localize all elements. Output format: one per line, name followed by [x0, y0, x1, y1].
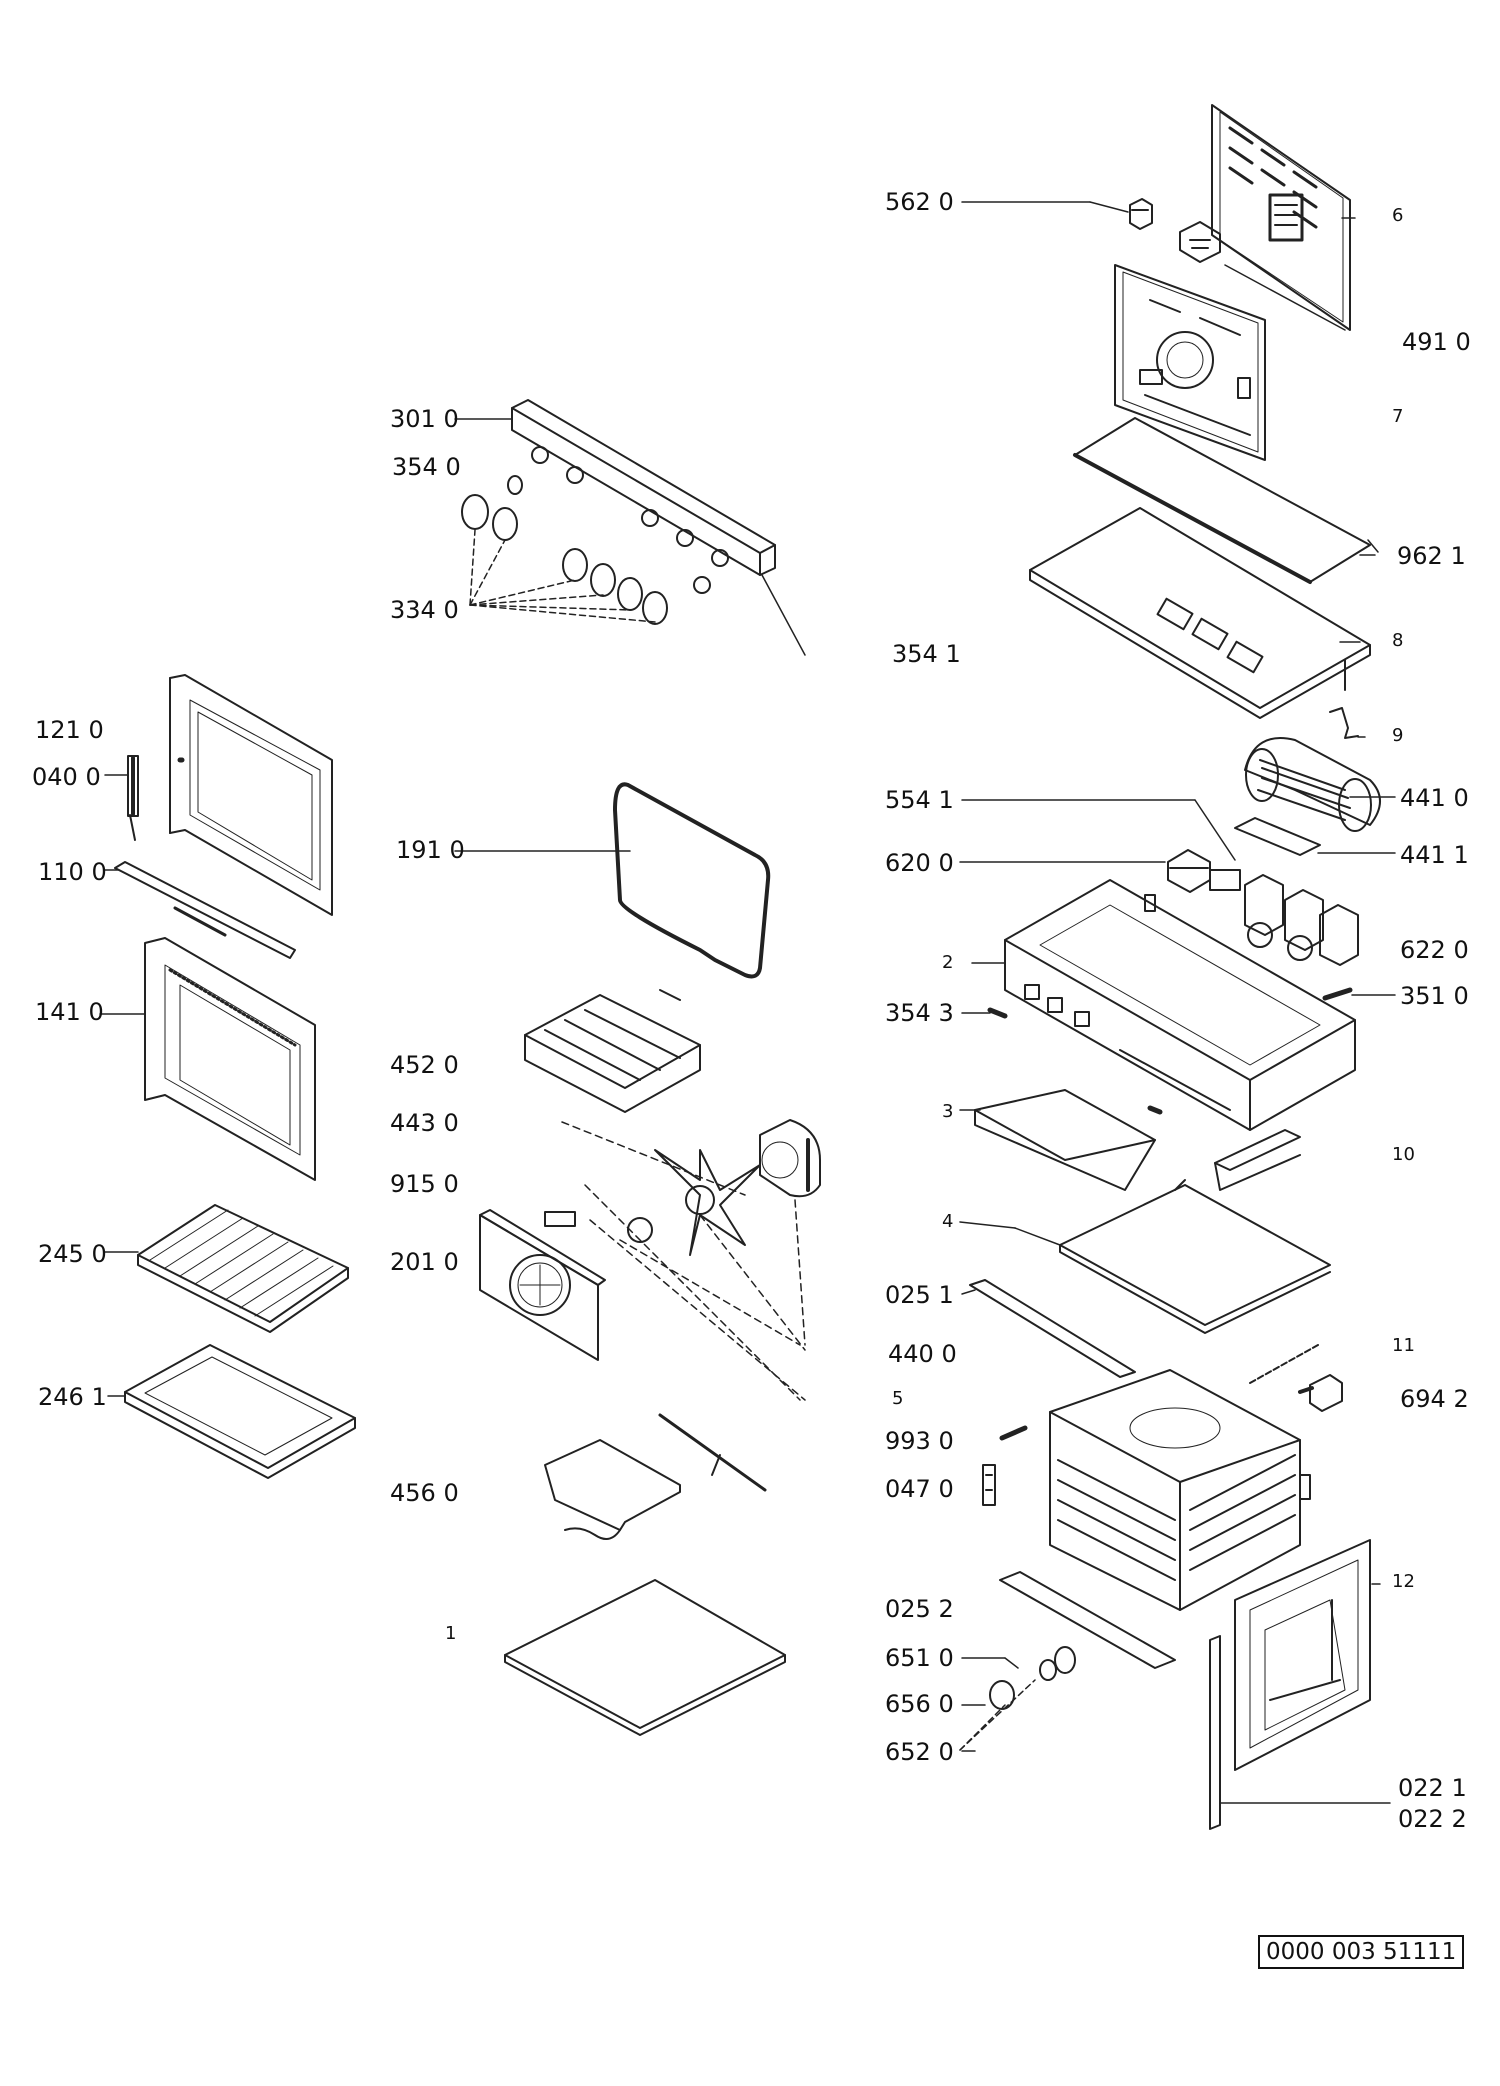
- terminal-part-6200: [1144, 849, 1211, 912]
- callout-5: 5: [892, 1388, 904, 1409]
- top-cover-part: [1029, 507, 1371, 719]
- callout-1410: 141 0: [35, 998, 104, 1026]
- callout-4411: 441 1: [1400, 841, 1469, 869]
- callout-4560: 456 0: [390, 1479, 459, 1507]
- outer-door-part: [169, 674, 333, 916]
- screw-part-9930: [999, 1425, 1028, 1441]
- rear-cover-part: [479, 1209, 606, 1361]
- callout-0222: 022 2: [1398, 1805, 1467, 1833]
- callout-4400: 440 0: [888, 1340, 957, 1368]
- callout-2450: 245 0: [38, 1240, 107, 1268]
- bottom-plate-part-1: [504, 1579, 786, 1736]
- callout-5620: 562 0: [885, 188, 954, 216]
- fan-guide-lines: [561, 1121, 806, 1401]
- callout-6200: 620 0: [885, 849, 954, 877]
- callout-1100: 110 0: [38, 858, 107, 886]
- callout-1: 1: [445, 1623, 457, 1644]
- control-panel-part: [1114, 264, 1266, 461]
- callout-0252: 025 2: [885, 1595, 954, 1623]
- base-plate-part-4: [1059, 1179, 1331, 1334]
- grill-element-part: [524, 989, 701, 1113]
- callout-10: 10: [1392, 1144, 1415, 1165]
- callout-6220: 622 0: [1400, 936, 1469, 964]
- clip-part-5620: [1129, 198, 1153, 230]
- hinge-part-0470: [982, 1464, 996, 1506]
- fan-bracket-bar-part: [1234, 817, 1321, 856]
- bottom-element-part: [544, 1413, 767, 1540]
- door-handle-part: [127, 755, 139, 841]
- callout-4910: 491 0: [1402, 328, 1471, 356]
- callout-6510: 651 0: [885, 1644, 954, 1672]
- callout-9150: 915 0: [390, 1170, 459, 1198]
- cooling-fan-part: [1244, 737, 1381, 832]
- callout-7: 7: [1392, 406, 1404, 427]
- callout-3: 3: [942, 1101, 954, 1122]
- callout-1210: 121 0: [35, 716, 104, 744]
- callout-0251: 025 1: [885, 1281, 954, 1309]
- callout-6560: 656 0: [885, 1690, 954, 1718]
- inner-door-glass-part: [144, 937, 316, 1181]
- callout-3543: 354 3: [885, 999, 954, 1027]
- callout-9: 9: [1392, 725, 1404, 746]
- chassis-frame-part: [1004, 879, 1356, 1131]
- bracket-part-10: [1214, 1129, 1301, 1191]
- callout-3510: 351 0: [1400, 982, 1469, 1010]
- callout-4430: 443 0: [390, 1109, 459, 1137]
- side-rail-part-0251: [969, 1279, 1136, 1378]
- callout-11: 11: [1392, 1335, 1415, 1356]
- convection-fan-part: [627, 1119, 821, 1256]
- callout-12: 12: [1392, 1571, 1415, 1592]
- switch-block-part: [1209, 869, 1359, 966]
- fascia-panel-part: [511, 399, 806, 656]
- tray-part-3: [974, 1089, 1163, 1191]
- back-panel-part: [1211, 104, 1351, 331]
- callout-2: 2: [942, 952, 954, 973]
- oven-door-part-12: [1234, 1539, 1371, 1771]
- callout-3540: 354 0: [392, 453, 461, 481]
- callout-9930: 993 0: [885, 1427, 954, 1455]
- knob-parts-6510: [959, 1646, 1076, 1751]
- callout-3340: 334 0: [390, 596, 459, 624]
- knob-parts-3340: [461, 475, 668, 625]
- callout-3010: 301 0: [390, 405, 459, 433]
- pin-part-3510: [1322, 987, 1353, 1001]
- bottom-rail-part-0252: [999, 1571, 1176, 1669]
- callout-2461: 246 1: [38, 1383, 107, 1411]
- glass-pane-part: [613, 782, 771, 979]
- drawing-number-box: 0000 003 51111: [1258, 1935, 1465, 1969]
- callout-9621: 962 1: [1397, 542, 1466, 570]
- callout-2010: 201 0: [390, 1248, 459, 1276]
- oven-rack-part: [137, 1204, 349, 1333]
- lamp-part-6942: [1298, 1374, 1343, 1412]
- callout-0400: 040 0: [32, 763, 101, 791]
- callout-3541: 354 1: [892, 640, 961, 668]
- callout-4520: 452 0: [390, 1051, 459, 1079]
- oven-cavity-part: [1049, 1369, 1311, 1611]
- screw-part-3543: [987, 1007, 1008, 1019]
- callout-0470: 047 0: [885, 1475, 954, 1503]
- callout-6: 6: [1392, 205, 1404, 226]
- callout-5541: 554 1: [885, 786, 954, 814]
- connector-part: [1179, 221, 1221, 263]
- baking-tray-part: [124, 1344, 356, 1479]
- insulation-strip-part: [1073, 417, 1371, 584]
- callout-6942: 694 2: [1400, 1385, 1469, 1413]
- callout-4: 4: [942, 1211, 954, 1232]
- leader-lines: [99, 201, 1396, 1804]
- callout-4410: 441 0: [1400, 784, 1469, 812]
- callout-6520: 652 0: [885, 1738, 954, 1766]
- rod-part-11: [1249, 1344, 1319, 1384]
- door-side-strip-part: [1209, 1635, 1221, 1830]
- callout-0221: 022 1: [1398, 1774, 1467, 1802]
- callout-8: 8: [1392, 630, 1404, 651]
- door-top-bar-part: [114, 861, 296, 959]
- bracket-part-9: [1329, 707, 1359, 739]
- callout-1910: 191 0: [396, 836, 465, 864]
